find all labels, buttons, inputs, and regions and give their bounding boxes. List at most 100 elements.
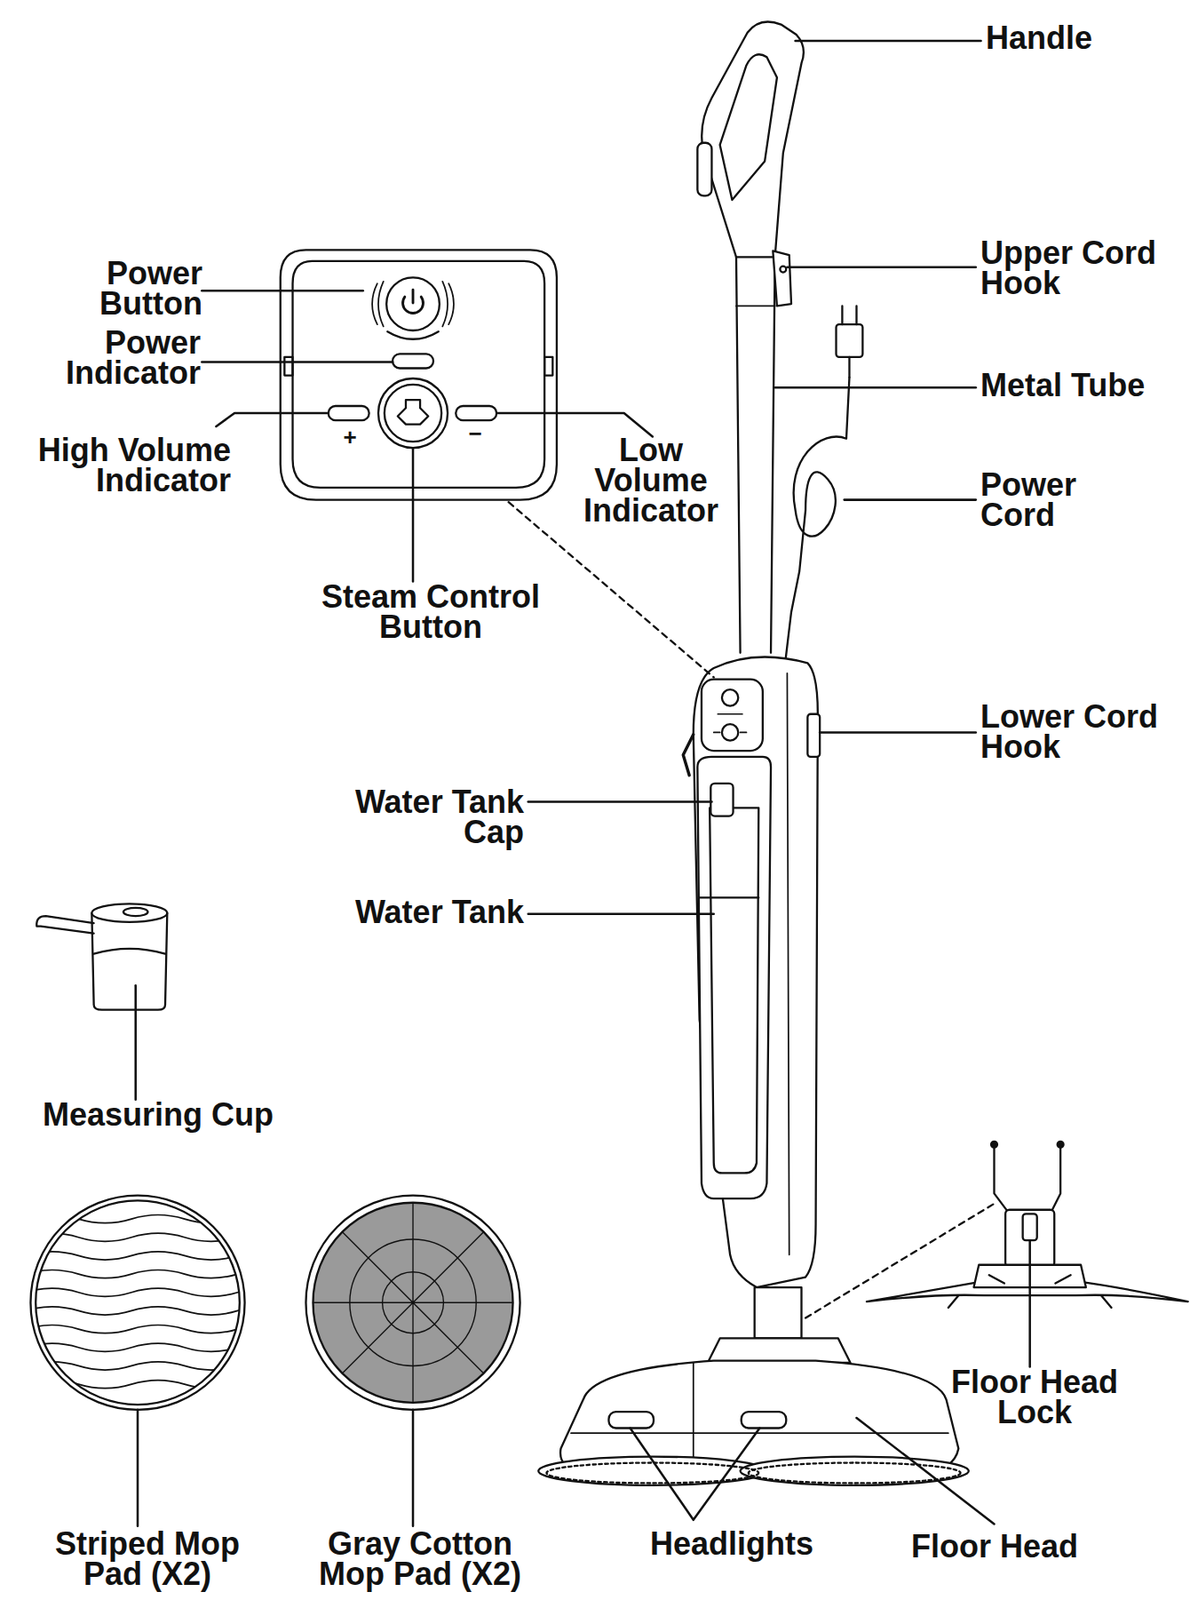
part-label: Water Tank Cap (324, 786, 524, 848)
part-label: Striped Mop Pad (X2) (39, 1528, 257, 1589)
gray-mop-pad (312, 1202, 513, 1403)
floor-head (754, 1286, 802, 1338)
control-panel (280, 249, 557, 500)
leader-line (528, 912, 714, 916)
leader-line (134, 984, 137, 1100)
zoom-line (491, 487, 994, 1318)
control-panel (384, 384, 442, 442)
striped-mop-pad (25, 1269, 292, 1278)
mop-body (721, 723, 738, 740)
floor-head (707, 1337, 851, 1363)
striped-mop-pad (25, 1324, 292, 1333)
striped-mop-pad (25, 1306, 292, 1315)
power-cord (785, 305, 863, 663)
mop-body (682, 657, 820, 1288)
floor-head (740, 1456, 969, 1485)
leader-line (795, 39, 982, 43)
striped-mop-pad (25, 1214, 292, 1223)
floor-head (608, 1411, 654, 1428)
leader-line (215, 412, 328, 427)
striped-mop-pad (25, 1251, 292, 1260)
cord-hook (779, 266, 786, 273)
striped-mop-pad (25, 1195, 292, 1410)
leader-line (412, 1409, 415, 1526)
mop-body (786, 673, 789, 1254)
part-label: Headlights (616, 1528, 848, 1559)
power-cord (848, 357, 850, 378)
gray-mop-pad (312, 1202, 513, 1403)
cord-hook (772, 250, 792, 306)
control-panel (455, 405, 497, 421)
part-label: Metal Tube (980, 370, 1190, 401)
sign-symbol: − (461, 422, 489, 445)
cord-hook (772, 250, 792, 306)
metal-tube (736, 305, 776, 308)
measuring-cup (36, 903, 167, 1009)
control-panel (386, 277, 440, 331)
part-label: High Volume Indicator (8, 435, 231, 496)
leader-line (775, 386, 976, 389)
control-panel (392, 353, 434, 368)
part-label: Measuring Cup (11, 1099, 305, 1130)
part-label: Floor Head Lock (935, 1366, 1135, 1428)
sign-symbol: + (336, 426, 364, 449)
control-panel (387, 331, 438, 340)
leader-line (412, 448, 415, 581)
part-label: Power Cord (980, 469, 1101, 531)
part-label: Power Button (69, 258, 203, 319)
part-label: Lower Cord Hook (980, 701, 1190, 762)
part-label: Gray Cotton Mop Pad (X2) (307, 1528, 534, 1589)
leader-line (496, 412, 653, 437)
floor-head-lock (1023, 1213, 1038, 1240)
floor-head-lock (866, 1141, 1189, 1308)
measuring-cup (91, 903, 167, 922)
control-panel (378, 378, 448, 448)
leader-line (201, 360, 393, 364)
leader-line (201, 289, 363, 293)
gray-mop-pad (305, 1195, 520, 1410)
mop-body (682, 734, 693, 776)
mop-handle (697, 142, 712, 197)
mop-handle (697, 21, 804, 257)
striped-mop-pad (30, 1195, 245, 1410)
metal-tube (736, 256, 776, 653)
floor-head (571, 1431, 949, 1434)
mop-handle (720, 54, 778, 200)
control-panel (372, 281, 454, 327)
leader-line (844, 498, 976, 501)
leader-line (1028, 1239, 1032, 1366)
control-panel (544, 357, 553, 376)
control-panel (284, 357, 293, 376)
control-panel (328, 405, 370, 421)
mop-body (693, 657, 818, 1288)
metal-tube (736, 256, 776, 653)
mop-body (714, 714, 747, 733)
leader-line (528, 800, 713, 803)
control-panel (293, 261, 546, 488)
part-label: Handle (985, 23, 1164, 54)
floor-head (741, 1411, 787, 1428)
leader-line (136, 1409, 140, 1526)
power-cord (785, 377, 849, 663)
power-cord (841, 305, 857, 325)
measuring-cup (91, 912, 167, 1010)
mop-body (709, 807, 759, 1173)
striped-mop-pad (35, 1199, 240, 1405)
leader-line (630, 1427, 761, 1519)
striped-mop-pad (25, 1342, 292, 1351)
striped-mop-pad (25, 1380, 292, 1389)
striped-mop-pad (25, 1232, 292, 1241)
striped-mop-pad (25, 1361, 292, 1370)
zoom-line (805, 1203, 994, 1318)
part-label: Power Indicator (45, 327, 201, 389)
leader-line (135, 40, 1031, 1526)
striped-mop-pad (25, 1214, 292, 1389)
mop-body (807, 714, 820, 757)
mop-body (701, 679, 763, 751)
measuring-cup (94, 948, 166, 954)
part-label: Floor Head (879, 1531, 1111, 1562)
leader-line (819, 730, 976, 734)
control-panel (280, 249, 557, 500)
part-label: Water Tank (257, 896, 524, 928)
control-panel (403, 289, 424, 313)
